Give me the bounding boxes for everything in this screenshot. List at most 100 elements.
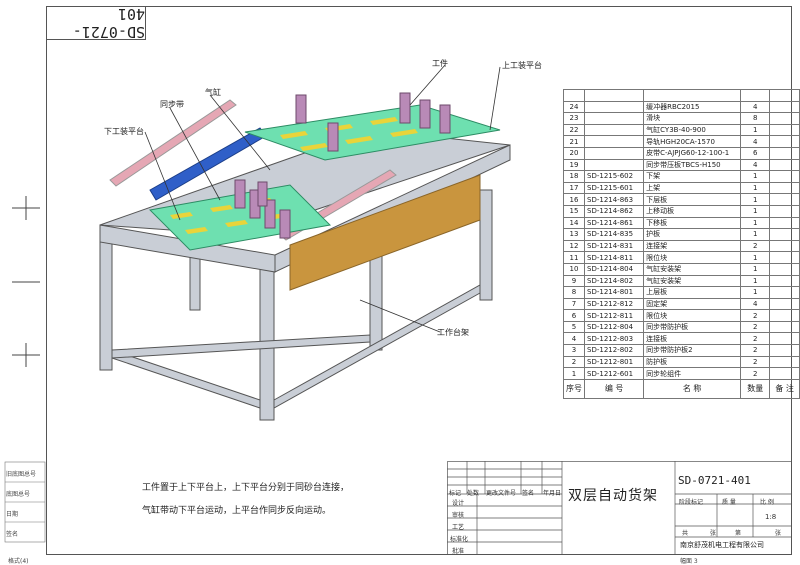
bom-cell: [769, 181, 800, 195]
bom-cell: SD-1214-862: [583, 204, 645, 218]
shelf-assembly-drawing: [99, 64, 511, 421]
bom-cell: 气缸安装架: [643, 262, 742, 276]
bom-cell: 2: [740, 332, 771, 346]
bom-cell: [769, 112, 800, 125]
bom-row: [563, 89, 800, 102]
bom-cell: [740, 89, 771, 102]
bom-cell: 1: [740, 274, 771, 288]
bom-cell: [769, 367, 800, 380]
bom-cell: SD-1215-602: [583, 170, 645, 183]
bom-cell: 下架: [643, 170, 742, 183]
bom-cell: 限位块: [643, 309, 742, 322]
label-lower-platform: 下工装平台: [104, 127, 144, 136]
bom-cell: [769, 135, 800, 148]
bom-cell: 4: [740, 100, 771, 114]
bom-cell: 21: [563, 135, 585, 148]
bom-cell: [769, 216, 800, 230]
bom-cell: 24: [563, 100, 585, 114]
note-line-2: 气缸带动下平台运动，上平台作同步反向运动。: [142, 506, 332, 516]
bom-cell: [563, 89, 585, 102]
bom-cell: 下移板: [643, 216, 742, 230]
bom-cell: 17: [563, 181, 585, 195]
note-line-1: 工件置于上下平台上，上下平台分别于同砂台连接，: [142, 483, 350, 493]
bom-cell: 15: [563, 204, 585, 218]
bom-cell: [583, 123, 645, 137]
bom-cell: SD-1212-802: [583, 344, 645, 357]
bom-cell: 6: [740, 146, 771, 160]
bom-cell: 护板: [643, 228, 742, 241]
bom-cell: [583, 100, 645, 114]
bom-cell: SD-1214-811: [583, 251, 645, 264]
bom-cell: 上架: [643, 181, 742, 195]
mass-label: 质 量: [722, 499, 736, 506]
bom-cell: 1: [740, 228, 771, 241]
bom-cell: [769, 332, 800, 346]
bom-cell: 2: [563, 355, 585, 369]
bom-cell: 7: [563, 297, 585, 311]
bom-cell: 9: [563, 274, 585, 288]
bom-cell: [583, 112, 645, 125]
bom-cell: 1: [563, 367, 585, 380]
bom-cell: [583, 146, 645, 160]
bom-cell: [643, 89, 742, 102]
bom-cell: 气缸CY3B-40-900: [643, 123, 742, 137]
bom-cell: [769, 251, 800, 264]
sheet-label: 张: [710, 530, 717, 537]
bom-cell: [769, 170, 800, 183]
bom-cell: SD-1214-835: [583, 228, 645, 241]
bom-header-cell: 备 注: [769, 378, 800, 399]
bom-cell: SD-1214-863: [583, 193, 645, 206]
margin-marks: [4, 196, 46, 543]
label-cylinder: 气缸: [205, 88, 221, 97]
bom-cell: [769, 355, 800, 369]
bom-cell: 2: [740, 309, 771, 322]
rev-header: 更改文件号: [486, 490, 517, 497]
bom-cell: 连接架: [643, 239, 742, 253]
bom-cell: 1: [740, 204, 771, 218]
bom-cell: 2: [740, 367, 771, 380]
bom-cell: SD-1214-861: [583, 216, 645, 230]
bom-cell: SD-1212-801: [583, 355, 645, 369]
bom-cell: SD-1214-831: [583, 239, 645, 253]
bom-cell: 13: [563, 228, 585, 241]
bom-cell: 缓冲器RBC2015: [643, 100, 742, 114]
role-label: 审核: [452, 512, 465, 519]
rotated-drawing-code: SD-0721-401: [46, 5, 146, 41]
side-label: 签名: [6, 531, 19, 538]
bom-cell: [769, 100, 800, 114]
bom-cell: 5: [563, 320, 585, 334]
bom-cell: SD-1214-802: [583, 274, 645, 288]
bom-cell: 连接板: [643, 332, 742, 346]
label-upper-platform: 上工装平台: [502, 61, 542, 70]
bom-cell: 1: [740, 193, 771, 206]
bom-cell: SD-1212-601: [583, 367, 645, 380]
bom-cell: 导轨HGH20CA-1570: [643, 135, 742, 148]
bom-cell: [583, 158, 645, 172]
bom-cell: 1: [740, 251, 771, 264]
bom-cell: 4: [563, 332, 585, 346]
bom-cell: [769, 320, 800, 334]
bom-cell: [769, 146, 800, 160]
side-label: 日期: [6, 511, 19, 518]
bom-header-cell: 名 称: [643, 378, 742, 399]
bom-cell: 12: [563, 239, 585, 253]
bom-cell: 2: [740, 344, 771, 357]
bom-cell: [769, 193, 800, 206]
bom-cell: [769, 228, 800, 241]
bom-cell: [769, 309, 800, 322]
